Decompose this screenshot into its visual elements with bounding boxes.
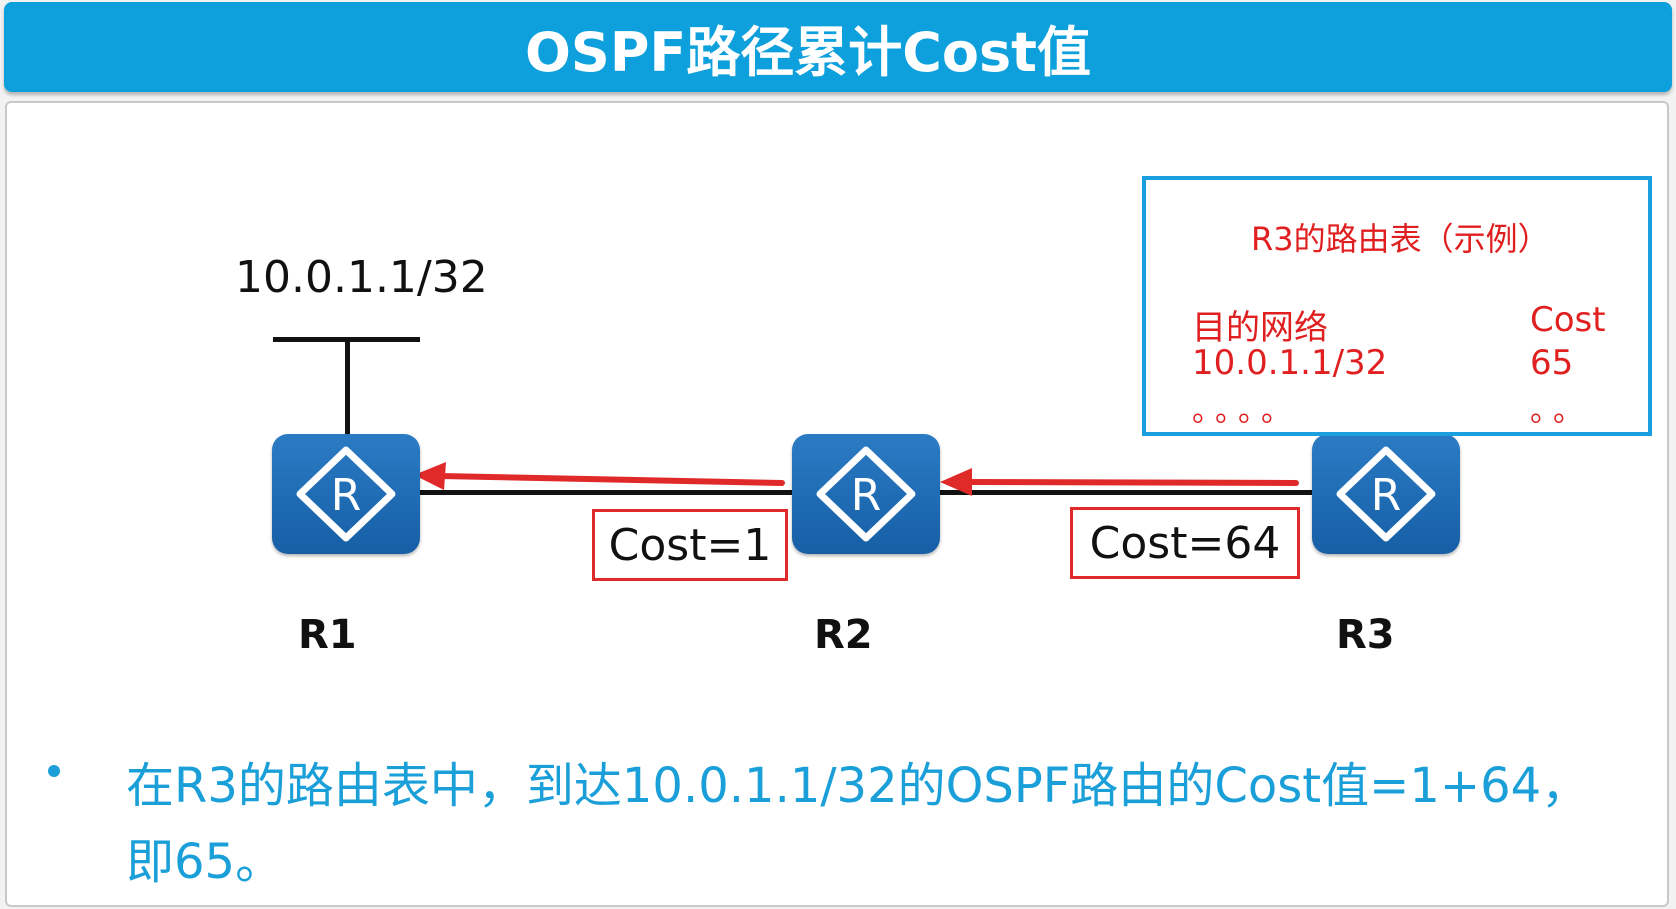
router-icon: R: [816, 446, 916, 542]
subnet-stem-line: [345, 339, 350, 434]
routing-table-dest-value: 10.0.1.1/32: [1192, 343, 1388, 383]
routing-table-callout: R3的路由表（示例） 目的网络 Cost 10.0.1.1/32 65 。。。。…: [1142, 176, 1652, 436]
arrow-r3-to-r2: [940, 468, 1299, 496]
summary-text: 在R3的路由表中，到达10.0.1.1/32的OSPF路由的Cost值=1+64…: [126, 758, 1590, 890]
svg-text:R: R: [1371, 470, 1402, 521]
router-icon: R: [1336, 446, 1436, 542]
routing-table-cost-ellipsis: 。。: [1530, 394, 1591, 429]
router-r2[interactable]: R: [792, 434, 940, 554]
cost-label-r1-r2: Cost=1: [592, 509, 788, 581]
bullet-icon: [48, 765, 60, 777]
router-r2-label: R2: [814, 612, 873, 658]
routing-table-dest-header: 目的网络: [1192, 308, 1328, 348]
title-bar: OSPF路径累计Cost值: [4, 2, 1672, 92]
router-r1-label: R1: [298, 612, 357, 658]
subnet-label: 10.0.1.1/32: [235, 252, 488, 303]
arrow-r2-to-r1: [414, 462, 785, 490]
svg-text:R: R: [851, 470, 882, 521]
link-r2-r3: [940, 490, 1314, 495]
svg-text:R: R: [331, 470, 362, 521]
routing-table-dest-ellipsis: 。。。。: [1192, 394, 1299, 429]
routing-table-title: R3的路由表（示例）: [1251, 220, 1550, 258]
router-r3[interactable]: R: [1312, 434, 1460, 554]
link-r1-r2: [418, 490, 794, 495]
router-r1[interactable]: R: [272, 434, 420, 554]
routing-table-cost-header: Cost: [1530, 300, 1606, 340]
routing-table-cost-value: 65: [1530, 343, 1574, 383]
cost-label-r2-r3: Cost=64: [1070, 507, 1300, 579]
page-title: OSPF路径累计Cost值: [525, 20, 1091, 84]
router-r3-label: R3: [1336, 612, 1395, 658]
router-icon: R: [296, 446, 396, 542]
